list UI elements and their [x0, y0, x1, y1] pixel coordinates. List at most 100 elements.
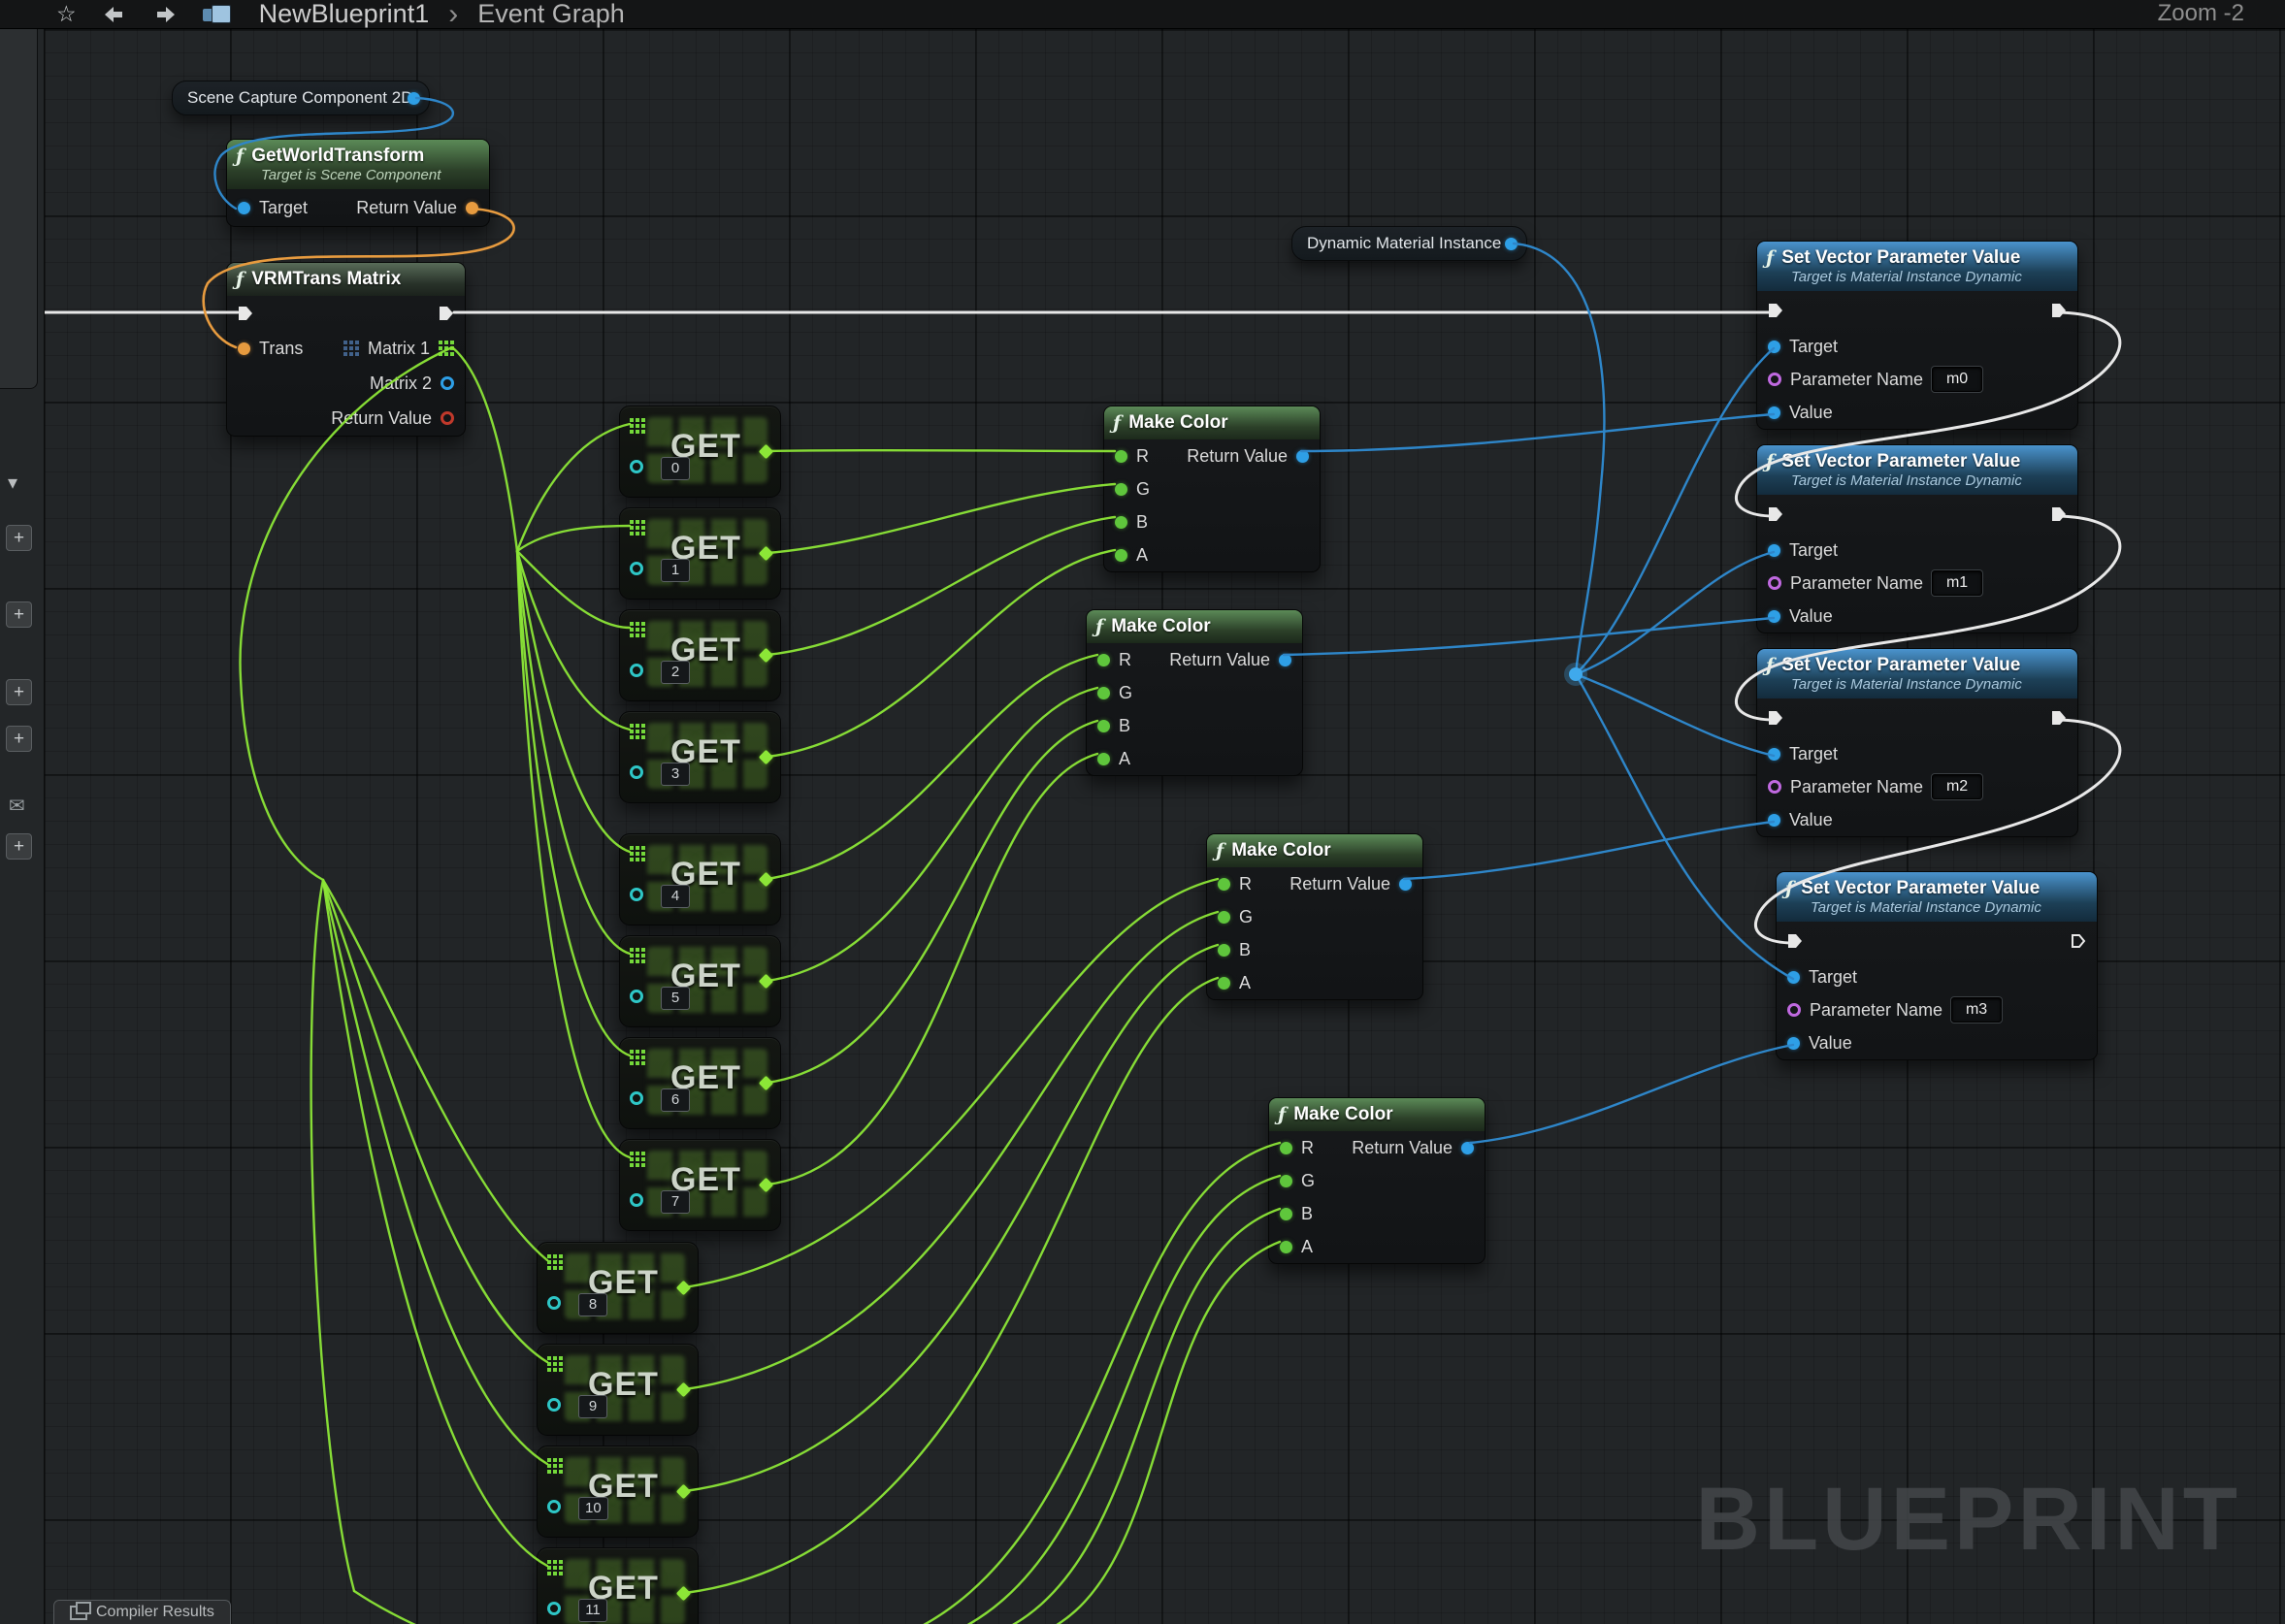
add-button[interactable]: + — [6, 833, 32, 860]
set-vector-parameter-node-3[interactable]: ƒ Set Vector Parameter Value Target is M… — [1756, 648, 2078, 837]
return-output-pin[interactable] — [1296, 450, 1309, 463]
add-button[interactable]: + — [6, 726, 32, 752]
r-input-pin[interactable] — [1280, 1142, 1292, 1154]
array-input-pin[interactable] — [630, 418, 645, 434]
set-vector-parameter-node-4[interactable]: ƒ Set Vector Parameter Value Target is M… — [1776, 871, 2098, 1060]
array-input-pin[interactable] — [630, 948, 645, 963]
array-input-pin[interactable] — [630, 520, 645, 536]
parameter-name-pin[interactable] — [1768, 780, 1781, 794]
value-input-pin[interactable] — [1768, 610, 1780, 623]
dynamic-material-variable-node[interactable]: Dynamic Material Instance — [1291, 226, 1527, 261]
array-get-node-9[interactable]: GET 9 — [537, 1344, 699, 1436]
array-input-pin[interactable] — [547, 1458, 563, 1474]
index-input-pin[interactable] — [547, 1500, 561, 1513]
b-input-pin[interactable] — [1115, 516, 1127, 529]
array-get-node-8[interactable]: GET 8 — [537, 1242, 699, 1334]
b-input-pin[interactable] — [1218, 944, 1230, 957]
parameter-name-pin[interactable] — [1768, 576, 1781, 590]
index-input-pin[interactable] — [630, 1091, 643, 1105]
return-output-pin[interactable] — [1279, 654, 1291, 666]
exec-out-pin-unconnected[interactable] — [2070, 932, 2087, 950]
get-world-transform-node[interactable]: ƒ GetWorldTransform Target is Scene Comp… — [226, 139, 490, 227]
array-get-node-4[interactable]: GET 4 — [619, 833, 781, 926]
array-get-node-0[interactable]: GET 0 — [619, 406, 781, 498]
forward-arrow-icon[interactable] — [152, 4, 178, 25]
exec-out-pin[interactable] — [2050, 302, 2068, 319]
breadcrumb-blueprint-name[interactable]: NewBlueprint1 — [259, 0, 430, 29]
index-input-pin[interactable] — [630, 664, 643, 677]
array-input-pin[interactable] — [630, 1050, 645, 1065]
array-get-node-6[interactable]: GET 6 — [619, 1037, 781, 1129]
index-input-pin[interactable] — [630, 1193, 643, 1207]
exec-in-pin[interactable] — [1767, 709, 1784, 727]
exec-in-pin[interactable] — [237, 305, 254, 322]
add-button[interactable]: + — [6, 679, 32, 705]
scene-capture-variable-node[interactable]: Scene Capture Component 2D — [172, 81, 430, 115]
vrm-trans-matrix-node[interactable]: ƒ VRMTrans Matrix Trans Matrix 1 Matrix … — [226, 262, 466, 437]
array-input-pin[interactable] — [630, 724, 645, 739]
mail-icon[interactable]: ✉ — [9, 794, 25, 818]
exec-in-pin[interactable] — [1767, 302, 1784, 319]
return-output-pin[interactable] — [466, 202, 478, 214]
object-output-pin[interactable] — [1505, 238, 1518, 250]
exec-in-pin[interactable] — [1786, 932, 1804, 950]
dropdown-caret-icon[interactable]: ▾ — [8, 471, 17, 495]
make-color-node-3[interactable]: ƒ Make Color R Return Value G B A — [1206, 833, 1423, 1000]
make-color-node-2[interactable]: ƒ Make Color R Return Value G B A — [1086, 609, 1303, 776]
target-input-pin[interactable] — [1787, 971, 1800, 984]
array-get-node-5[interactable]: GET 5 — [619, 935, 781, 1027]
r-input-pin[interactable] — [1097, 654, 1110, 666]
array-input-pin[interactable] — [630, 846, 645, 861]
parameter-name-input[interactable]: m1 — [1932, 570, 1982, 596]
matrix2-output-pin[interactable] — [441, 376, 454, 390]
value-input-pin[interactable] — [1768, 814, 1780, 827]
index-input-pin[interactable] — [630, 765, 643, 779]
b-input-pin[interactable] — [1097, 720, 1110, 732]
set-vector-parameter-node-1[interactable]: ƒ Set Vector Parameter Value Target is M… — [1756, 241, 2078, 430]
g-input-pin[interactable] — [1097, 687, 1110, 699]
array-get-node-11[interactable]: GET 11 — [537, 1547, 699, 1624]
index-input-pin[interactable] — [630, 562, 643, 575]
r-input-pin[interactable] — [1218, 878, 1230, 891]
parameter-name-input[interactable]: m3 — [1951, 997, 2002, 1023]
target-input-pin[interactable] — [1768, 341, 1780, 353]
g-input-pin[interactable] — [1280, 1175, 1292, 1187]
target-input-pin[interactable] — [238, 202, 250, 214]
value-input-pin[interactable] — [1787, 1037, 1800, 1050]
compiler-results-tab[interactable]: Compiler Results — [53, 1600, 231, 1624]
index-input-pin[interactable] — [630, 460, 643, 473]
index-input-pin[interactable] — [547, 1296, 561, 1310]
make-color-node-4[interactable]: ƒ Make Color R Return Value G B A — [1268, 1097, 1485, 1264]
parameter-name-pin[interactable] — [1768, 373, 1781, 386]
object-output-pin[interactable] — [408, 92, 420, 105]
value-input-pin[interactable] — [1768, 406, 1780, 419]
array-input-pin[interactable] — [547, 1356, 563, 1372]
make-color-node-1[interactable]: ƒ Make Color R Return Value G B A — [1103, 406, 1321, 572]
parameter-name-pin[interactable] — [1787, 1003, 1801, 1017]
array-input-pin[interactable] — [547, 1254, 563, 1270]
set-vector-parameter-node-2[interactable]: ƒ Set Vector Parameter Value Target is M… — [1756, 444, 2078, 633]
r-input-pin[interactable] — [1115, 450, 1127, 463]
g-input-pin[interactable] — [1218, 911, 1230, 924]
array-input-pin[interactable] — [630, 622, 645, 637]
array-get-node-2[interactable]: GET 2 — [619, 609, 781, 701]
target-input-pin[interactable] — [1768, 748, 1780, 761]
trans-input-pin[interactable] — [238, 342, 250, 355]
a-input-pin[interactable] — [1218, 977, 1230, 990]
array-input-pin[interactable] — [547, 1560, 563, 1575]
b-input-pin[interactable] — [1280, 1208, 1292, 1220]
index-input-pin[interactable] — [630, 888, 643, 901]
array-input-pin[interactable] — [630, 1152, 645, 1167]
return-output-pin[interactable] — [1461, 1142, 1474, 1154]
a-input-pin[interactable] — [1097, 753, 1110, 765]
breadcrumb-graph-name[interactable]: Event Graph — [477, 0, 625, 29]
array-get-node-10[interactable]: GET 10 — [537, 1445, 699, 1538]
add-button[interactable]: + — [6, 601, 32, 628]
index-input-pin[interactable] — [547, 1602, 561, 1615]
array-get-node-1[interactable]: GET 1 — [619, 507, 781, 600]
matrix1-output-pin[interactable] — [439, 341, 442, 344]
exec-out-pin[interactable] — [2050, 505, 2068, 523]
array-get-node-7[interactable]: GET 7 — [619, 1139, 781, 1231]
parameter-name-input[interactable]: m2 — [1932, 774, 1982, 799]
a-input-pin[interactable] — [1280, 1241, 1292, 1253]
